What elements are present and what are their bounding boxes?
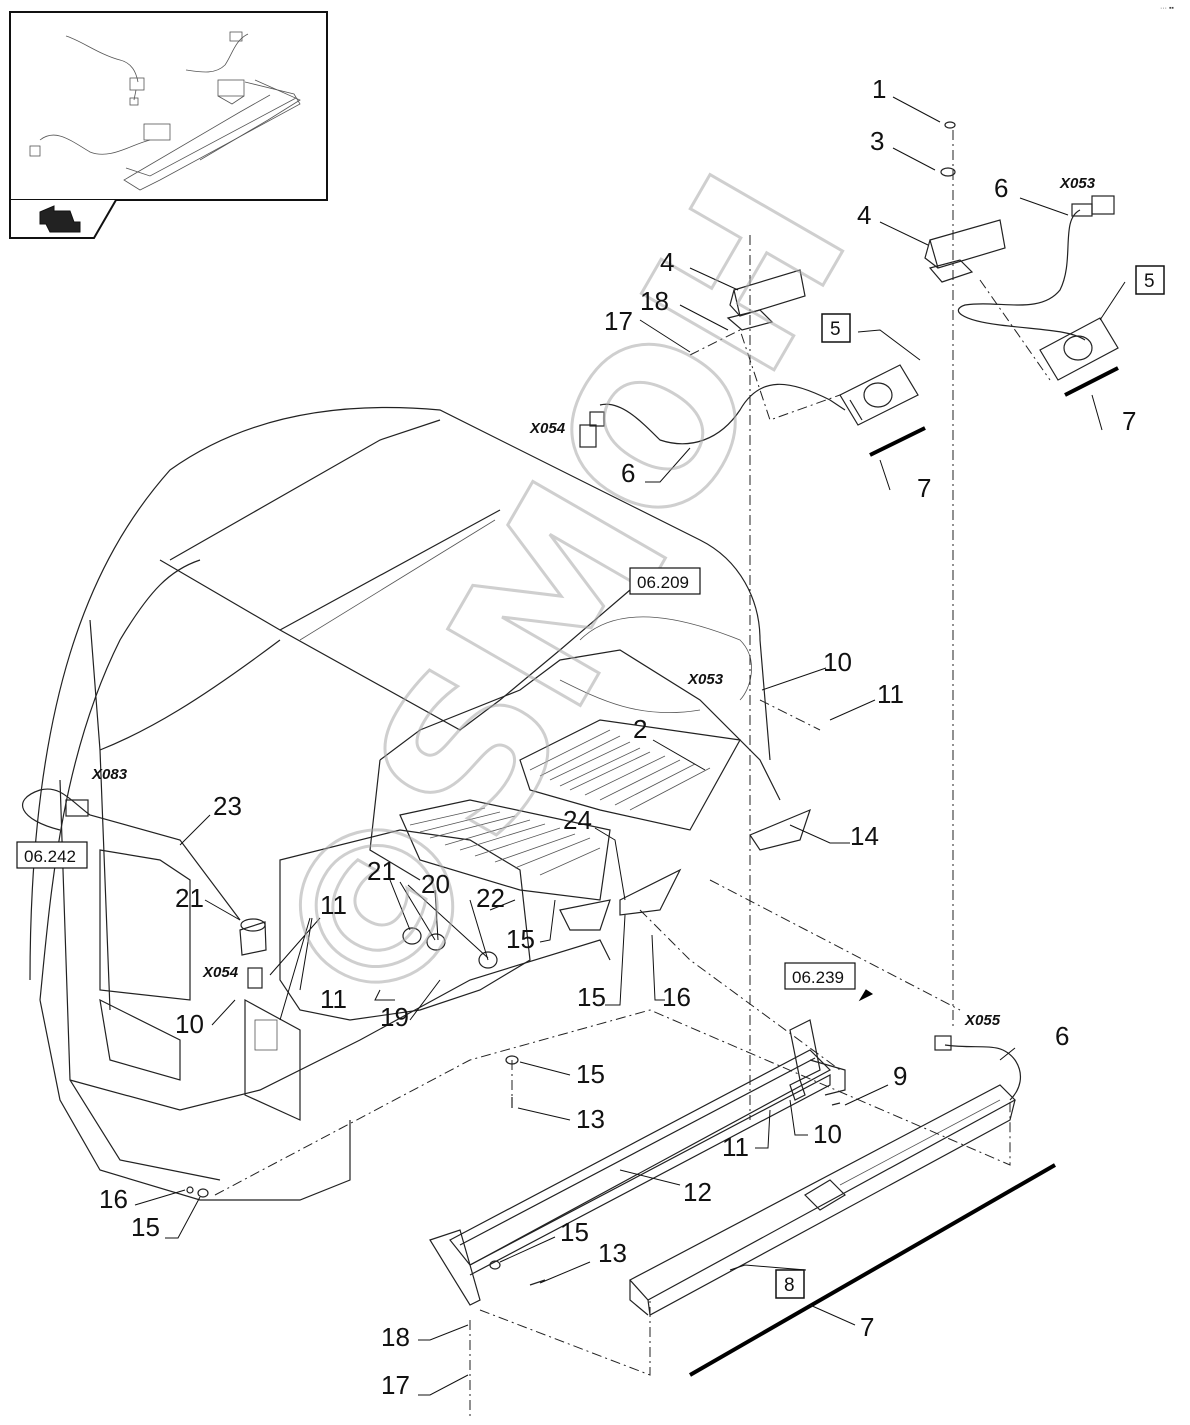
ref-box-06-242[interactable]: 06.242 <box>16 841 88 869</box>
callout-10: 10 <box>175 1009 204 1039</box>
svg-text:06.239: 06.239 <box>792 968 844 987</box>
callout-13: 13 <box>598 1238 627 1268</box>
washer-1 <box>944 121 956 129</box>
callout-11: 11 <box>722 1132 749 1162</box>
center-lines <box>214 130 1051 1420</box>
svg-text:06.242: 06.242 <box>24 847 76 866</box>
callout-16: 16 <box>99 1184 128 1214</box>
sensor-plate-left <box>839 364 919 426</box>
callout-22: 22 <box>476 883 505 913</box>
sensor-bracket-right <box>924 219 1006 283</box>
strip-7-left <box>869 426 926 457</box>
sieve-upper <box>519 719 741 831</box>
svg-text:5: 5 <box>1144 271 1155 292</box>
callout-19: 19 <box>380 1002 409 1032</box>
sensor-bracket-left <box>726 269 806 331</box>
svg-text:5: 5 <box>830 319 841 340</box>
machine-body <box>21 406 811 1201</box>
callout-1: 1 <box>872 74 886 104</box>
callout-3: 3 <box>870 126 884 156</box>
callout-9: 9 <box>893 1061 907 1091</box>
connector-x054-low: X054 <box>202 964 239 981</box>
boxed-callout-8: 8 <box>775 1269 805 1299</box>
boxed-callout-5-right: 5 <box>1135 265 1165 295</box>
ref-box-06-209[interactable]: 06.209 <box>629 567 701 595</box>
connector-x055: X055 <box>964 1012 1001 1029</box>
callout-21: 21 <box>367 856 396 886</box>
strip-7-right <box>1064 366 1119 397</box>
callout-numbers: 1 3 6 4 4 18 17 6 7 7 10 11 2 14 23 24 2… <box>99 74 1136 1400</box>
boxed-callout-5-left: 5 <box>821 313 851 343</box>
callout-7: 7 <box>860 1312 874 1342</box>
callout-7: 7 <box>1122 406 1136 436</box>
callout-21: 21 <box>175 883 204 913</box>
callout-2: 2 <box>633 714 647 744</box>
callout-17: 17 <box>381 1370 410 1400</box>
long-beam-12 <box>429 1019 846 1306</box>
watermark: ©SMOH <box>221 137 895 1060</box>
connector-x083: X083 <box>91 766 128 783</box>
ref-box-06-239[interactable]: 06.239 <box>784 962 873 1002</box>
connector-x053-mid: X053 <box>687 671 724 688</box>
back-arrow-icon[interactable] <box>39 205 81 233</box>
sieve-lower <box>399 799 611 901</box>
callout-6: 6 <box>1055 1021 1069 1051</box>
callout-15: 15 <box>577 982 606 1012</box>
callout-11: 11 <box>320 984 347 1014</box>
inset-thumbnail[interactable] <box>9 11 328 239</box>
callout-18: 18 <box>640 286 669 316</box>
arrow-icon <box>858 989 873 1002</box>
callout-14: 14 <box>850 821 879 851</box>
callout-15: 15 <box>506 924 535 954</box>
corner-mark: ··· ▪▪ <box>1160 5 1174 12</box>
svg-text:06.209: 06.209 <box>637 573 689 592</box>
callout-15: 15 <box>560 1217 589 1247</box>
harness-left <box>579 383 846 448</box>
callout-16: 16 <box>662 982 691 1012</box>
callout-23: 23 <box>213 791 242 821</box>
strip-7-bottom <box>689 1163 1056 1377</box>
connector-x054-top: X054 <box>529 420 566 437</box>
callout-10: 10 <box>813 1119 842 1149</box>
connector-labels: X053 X054 X053 X083 X054 X055 <box>91 175 1096 1029</box>
callout-6: 6 <box>994 173 1008 203</box>
washer-3 <box>940 167 956 177</box>
callout-4: 4 <box>857 200 871 230</box>
callout-12: 12 <box>683 1177 712 1207</box>
callout-18: 18 <box>381 1322 410 1352</box>
connector-x053-top: X053 <box>1059 175 1096 192</box>
callout-11: 11 <box>320 890 347 920</box>
callout-10: 10 <box>823 647 852 677</box>
callout-17: 17 <box>604 306 633 336</box>
harness-right <box>957 195 1115 341</box>
sensor-beam-8 <box>629 1084 1016 1316</box>
callout-20: 20 <box>421 869 450 899</box>
leader-lines <box>134 96 1126 1396</box>
sensor-plate-right <box>1039 317 1119 381</box>
callout-15: 15 <box>131 1212 160 1242</box>
harness-x055 <box>934 1035 1022 1101</box>
callout-7: 7 <box>917 473 931 503</box>
callout-4: 4 <box>660 247 674 277</box>
callout-11: 11 <box>877 679 904 709</box>
callout-24: 24 <box>563 805 592 835</box>
callout-6: 6 <box>621 458 635 488</box>
svg-text:8: 8 <box>784 1275 795 1296</box>
callout-13: 13 <box>576 1104 605 1134</box>
callout-15: 15 <box>576 1059 605 1089</box>
